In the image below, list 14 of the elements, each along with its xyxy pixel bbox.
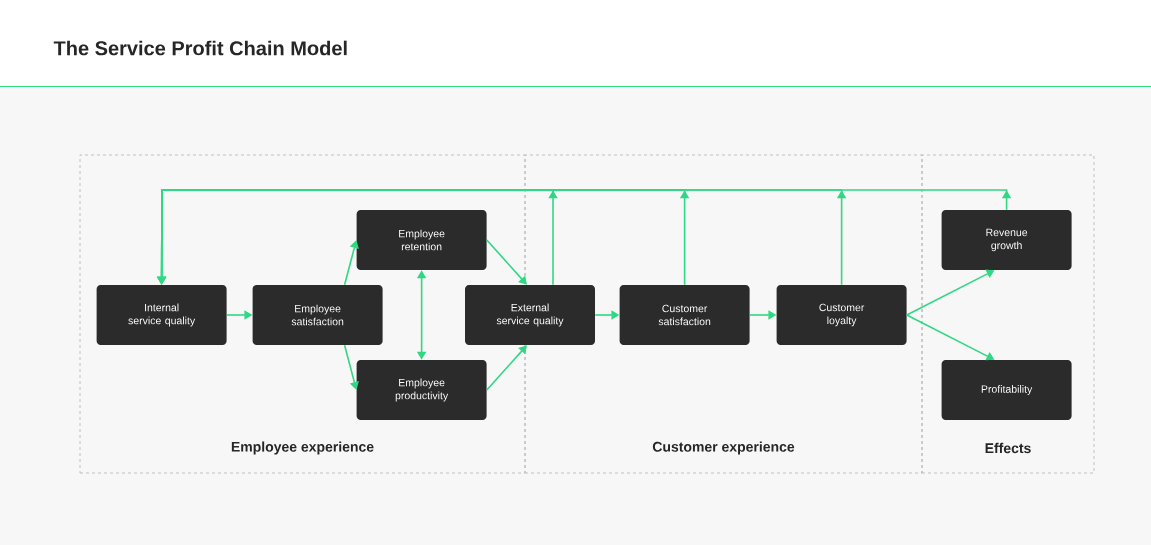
- process-box: Customer satisfaction: [619, 285, 750, 345]
- process-box: Customer loyalty: [776, 285, 907, 345]
- process-box: Revenue growth: [941, 210, 1072, 270]
- process-box: Employee retention: [356, 210, 487, 270]
- process-box: Employee satisfaction: [252, 285, 383, 345]
- process-box: External service quality: [465, 285, 595, 345]
- arrow: [486, 239, 527, 285]
- process-box: Internal service quality: [96, 285, 227, 345]
- process-box: Profitability: [941, 360, 1072, 420]
- process-box: Employee productivity: [356, 360, 487, 420]
- title: The Service Profit Chain Model: [53, 40, 347, 56]
- arrow: [343, 240, 359, 286]
- arrow: [343, 344, 359, 390]
- arrow: [486, 345, 527, 391]
